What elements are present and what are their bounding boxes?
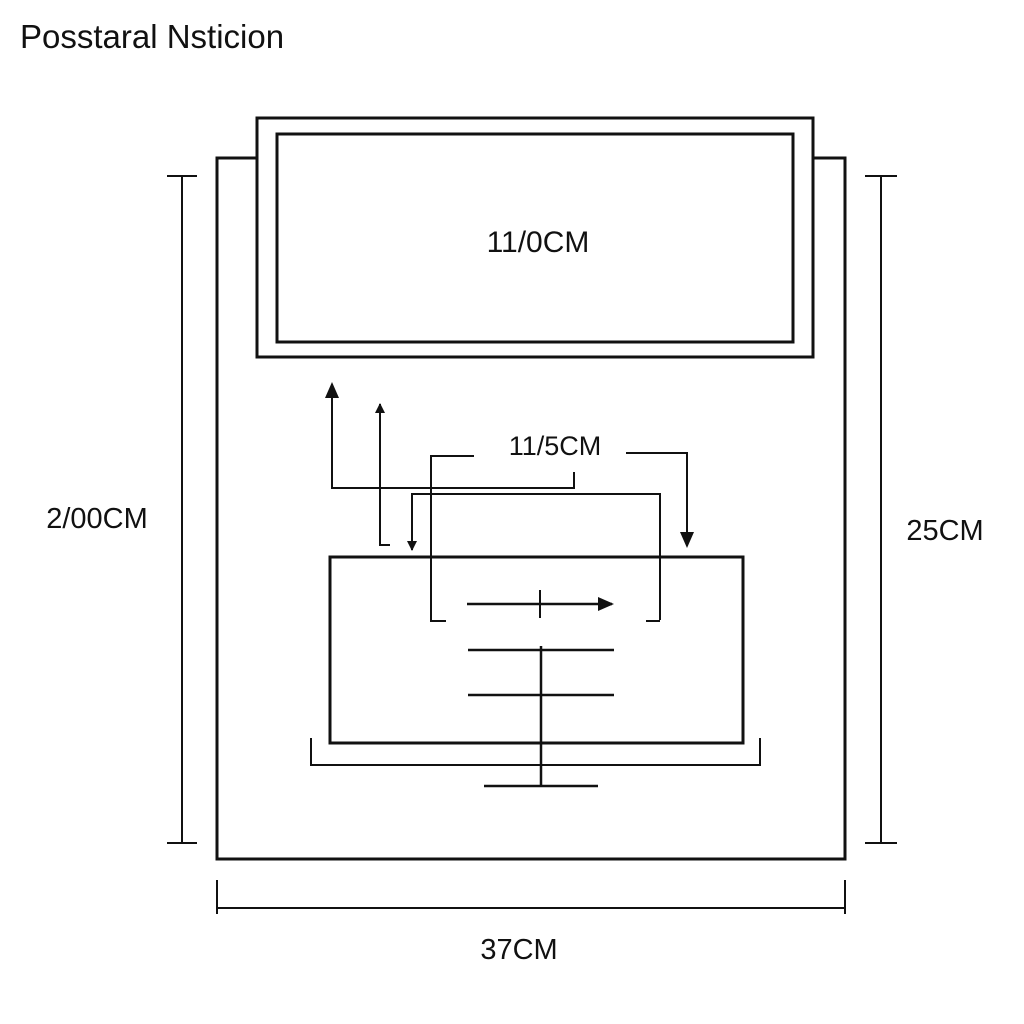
stand-structure — [468, 646, 614, 788]
left-height-label: 2/00CM — [46, 503, 148, 535]
inner-dimension-label: 11/5CM — [509, 431, 602, 461]
up-arrow-left — [325, 382, 575, 489]
right-dimension-line — [865, 175, 897, 844]
down-arrow-right — [626, 452, 694, 548]
inner-bracket-left — [430, 455, 474, 622]
up-arrow-inner — [375, 403, 390, 546]
left-dimension-line — [167, 175, 197, 844]
base-bracket — [310, 738, 761, 766]
lower-box — [328, 555, 745, 745]
bottom-width-label: 37CM — [480, 934, 557, 966]
right-height-label: 25CM — [906, 515, 983, 547]
bottom-dimension-line — [216, 880, 846, 914]
page-title: Posstaral Nsticion — [20, 18, 284, 55]
top-panel-label: 11/0CM — [487, 226, 590, 259]
top-panel-frame — [255, 116, 815, 359]
top-panel-inner — [275, 132, 795, 344]
